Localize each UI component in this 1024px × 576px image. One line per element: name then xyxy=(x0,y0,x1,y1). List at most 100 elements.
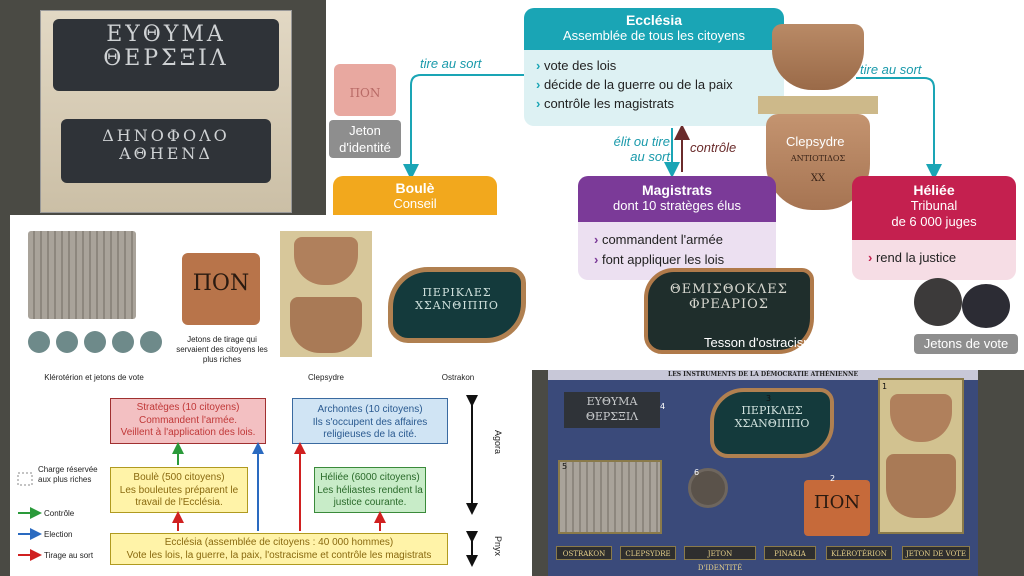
museum-button-jeton-identite[interactable]: JETON D'IDENTITÉ xyxy=(684,546,756,572)
museum-button-jeton-vote[interactable]: JETON DE VOTE xyxy=(902,546,970,560)
museum-clepsydre xyxy=(878,378,964,534)
magistrats-subtitle: dont 10 stratèges élus xyxy=(613,198,741,213)
ostracon-top-line1: ΘΕΜΙΣΘΟΚΛΕΣ xyxy=(670,282,788,297)
legend-election: Election xyxy=(44,530,73,539)
archontes-box: Archontes (10 citoyens) Ils s'occupent d… xyxy=(292,398,448,444)
museum-number-4: 4 xyxy=(660,402,666,411)
tablet-2-line1: ΔΗΝΟΦΟΛΟ xyxy=(102,126,230,145)
clepsydre-diagram-image xyxy=(280,231,372,357)
boule-diagram-line2: travail de l'Ecclésia. xyxy=(135,497,223,508)
magistrats-header: Magistrats dont 10 stratèges élus xyxy=(578,176,776,222)
magistrats-item: font appliquer les lois xyxy=(594,250,760,270)
archontes-line1: Ils s'occupent des affaires xyxy=(312,416,428,428)
boule-subtitle: Conseil xyxy=(393,196,437,211)
kleroterion-image xyxy=(28,231,136,319)
boule-title: Boulè xyxy=(395,180,435,196)
ostrakon-diagram-image: ΠΕΡΙΚΛΕΣ ΧΣΑΝΘΙΠΠΟ xyxy=(388,267,526,343)
heliee-diagram-line1: Les héliastes rendent la xyxy=(317,484,423,496)
clepsydre-upper-vase xyxy=(772,24,864,90)
heliee-title: Héliée xyxy=(913,182,955,198)
label-tire-au-sort-left: tire au sort xyxy=(420,56,482,71)
museum-jeton-inscription: ΠΟΝ xyxy=(813,492,861,513)
heliee-box: Héliée Tribunal de 6 000 juges rend la j… xyxy=(852,176,1016,280)
museum-number-1: 1 xyxy=(882,382,888,391)
ecclesia-item: décide de la guerre ou de la paix xyxy=(536,75,772,94)
magistrats-box: Magistrats dont 10 stratèges élus comman… xyxy=(578,176,776,280)
pinakia-photo: ΕΥΘΥΜΑ ΘΕΡΣΞΙΛ ΔΗΝΟΦΟΛΟ ΑΘΗΕΝΔ xyxy=(40,10,292,213)
jeton-identite-caption: Jeton d'identité xyxy=(329,120,401,158)
heliee-header: Héliée Tribunal de 6 000 juges xyxy=(852,176,1016,240)
heliee-list: rend la justice xyxy=(852,240,1016,280)
magistrats-item: commandent l'armée xyxy=(594,230,760,250)
tablet-1: ΕΥΘΥΜΑ ΘΕΡΣΞΙΛ xyxy=(53,19,279,91)
ecclesia-diagram-box: Ecclésia (assemblée de citoyens : 40 000… xyxy=(110,533,448,565)
legend-tirage: Tirage au sort xyxy=(44,551,94,560)
museum-ostrakon-line1: ΠΕΡΙΚΛΕΣ xyxy=(741,404,803,417)
clepsydre-inscription: ΑΝΤΙΟΤΙΔΟΣ xyxy=(790,154,846,163)
heliee-diagram-title: Héliée (6000 citoyens) xyxy=(320,472,420,483)
tablet-2: ΔΗΝΟΦΟΛΟ ΑΘΗΕΝΔ xyxy=(61,119,271,183)
kleroterion-caption: Klérotérion et jetons de vote xyxy=(44,373,144,382)
ostracon-top-caption: Tesson d'ostracisme xyxy=(704,335,822,350)
ecclesia-list: vote des lois décide de la guerre ou de … xyxy=(524,50,784,126)
museum-button-ostrakon[interactable]: OSTRAKON xyxy=(556,546,612,560)
ecclesia-header: Ecclésia Assemblée de tous les citoyens xyxy=(524,8,784,50)
diagram-arrows xyxy=(17,395,478,567)
heliee-item: rend la justice xyxy=(868,250,1000,265)
jetons-vote-caption: Jetons de vote xyxy=(914,334,1018,354)
boule-box: Boulè Conseil xyxy=(333,176,497,216)
museum-button-kleroterion[interactable]: KLÉROTÉRION xyxy=(826,546,892,560)
ostrakon-diagram-caption: Ostrakon xyxy=(441,373,475,382)
jeton-caption-line1: Jeton xyxy=(349,123,381,138)
museum-number-6: 6 xyxy=(694,468,700,477)
tablet-1-line1: ΕΥΘΥΜΑ xyxy=(106,22,226,47)
boule-diagram-line1: Les bouleutes préparent le xyxy=(119,484,239,496)
ostracon-top-line2: ΦΡΕΑΡΙΟΣ xyxy=(688,297,769,312)
legend-controle: Contrôle xyxy=(44,509,75,518)
museum-jeton-identite: ΠΟΝ xyxy=(804,480,870,536)
label-elit-line2: au sort xyxy=(630,149,670,164)
label-tire-au-sort-right: tire au sort xyxy=(860,62,922,77)
tablet-2-line2: ΑΘΗΕΝΔ xyxy=(119,143,213,163)
strateges-title: Stratèges (10 citoyens) xyxy=(136,402,240,413)
museum-tablet-line1: ΕΥΘΥΜΑ xyxy=(586,395,638,408)
clepsydre-xx: XX xyxy=(810,173,826,184)
museum-tablet: ΕΥΘΥΜΑ ΘΕΡΣΞΙΛ xyxy=(564,392,660,428)
agora-label: Agora xyxy=(493,429,504,455)
clepsydre-diagram-caption: Clepsydre xyxy=(307,373,344,382)
ostracon-top-image: ΘΕΜΙΣΘΟΚΛΕΣ ΦΡΕΑΡΙΟΣ xyxy=(644,268,814,354)
jeton-tirage-inscription: ΠΟΝ xyxy=(192,271,250,296)
museum-number-2: 2 xyxy=(830,474,836,483)
clepsydre-label: Clepsydre xyxy=(786,134,845,149)
ecclesia-title: Ecclésia xyxy=(625,12,683,28)
tablet-1-line2: ΘΕΡΣΞΙΛ xyxy=(103,46,229,72)
ecclesia-box: Ecclésia Assemblée de tous les citoyens … xyxy=(524,8,784,128)
label-elit-ou-tire: élit ou tire au sort xyxy=(600,134,670,164)
clepsydre-image: ΑΝΤΙΟΤΙΔΟΣ XX xyxy=(758,18,878,210)
institutions-diagram: Klérotérion et jetons de vote ΠΟΝ Jetons… xyxy=(10,215,532,576)
museum-button-pinakia[interactable]: PINAKIA xyxy=(764,546,816,560)
archontes-title: Archontes (10 citoyens) xyxy=(317,404,423,415)
strateges-line2: Veillent à l'application des lois. xyxy=(120,427,256,438)
ostrakon-diagram-line2: ΧΣΑΝΘΙΠΠΟ xyxy=(415,299,499,312)
strateges-line1: Commandent l'armée. xyxy=(138,414,238,426)
clepsydre-shelf xyxy=(758,96,878,114)
jeton-tirage-image: ΠΟΝ xyxy=(182,253,260,325)
vote-token-2 xyxy=(962,284,1010,328)
label-elit-line1: élit ou tire xyxy=(613,134,670,149)
vote-token-1 xyxy=(914,278,962,326)
archontes-line2: religieuses de la cité. xyxy=(323,429,417,440)
jeton-inscription: ΠΟΝ xyxy=(349,86,381,100)
museum-title: LES INSTRUMENTS DE LA DÉMOCRATIE ATHÉNIE… xyxy=(548,370,978,380)
museum-number-3: 3 xyxy=(766,394,772,403)
magistrats-list: commandent l'armée font appliquer les lo… xyxy=(578,222,776,280)
jetons-tirage-caption: Jetons de tirage qui servaient des citoy… xyxy=(176,335,268,364)
museum-button-clepsydre[interactable]: CLEPSYDRE xyxy=(620,546,676,560)
museum-vote-token xyxy=(688,468,728,508)
museum-number-5: 5 xyxy=(562,462,568,471)
boule-diagram-title: Boulè (500 citoyens) xyxy=(133,472,225,483)
label-controle: contrôle xyxy=(690,140,737,155)
jeton-identite-image: ΠΟΝ xyxy=(334,64,396,116)
museum-ostrakon-line2: ΧΣΑΝΘΙΠΠΟ xyxy=(734,417,810,430)
jeton-caption-line2: d'identité xyxy=(339,140,391,155)
